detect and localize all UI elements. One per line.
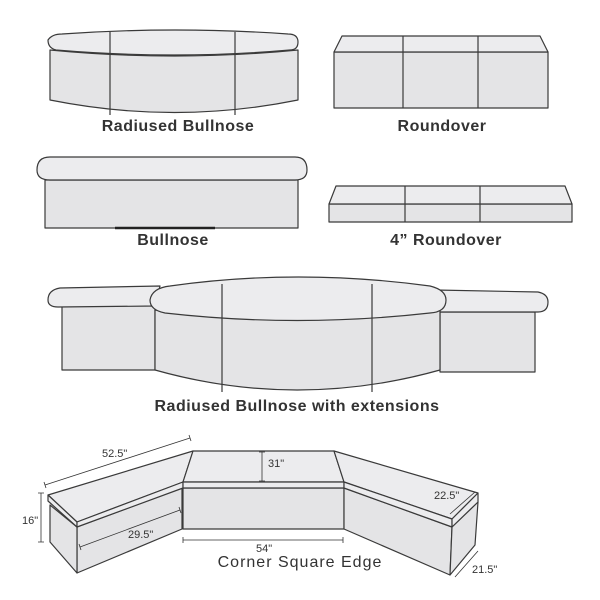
roundover-drawing	[333, 35, 549, 109]
roundover-4in-drawing	[328, 185, 573, 223]
label-radiused-bullnose-extensions: Radiused Bullnose with extensions	[154, 398, 440, 415]
dim-center-width: 54"	[256, 543, 273, 555]
dim-end-base-depth: 21.5"	[472, 564, 498, 576]
radiused-bullnose-extensions-drawing	[47, 276, 549, 392]
label-roundover: Roundover	[397, 118, 487, 135]
label-4in-roundover: 4” Roundover	[390, 232, 502, 249]
label-corner-square-edge: Corner Square Edge	[217, 554, 383, 571]
dim-inner-length: 29.5"	[128, 529, 154, 541]
label-radiused-bullnose: Radiused Bullnose	[101, 118, 255, 135]
bullnose-drawing	[36, 156, 308, 230]
dim-back-length: 52.5"	[102, 448, 128, 460]
dim-center-depth: 31"	[268, 458, 285, 470]
dim-end-top-depth: 22.5"	[434, 490, 460, 502]
corner-square-edge-drawing	[38, 434, 479, 578]
label-bullnose: Bullnose	[137, 232, 209, 249]
radiused-bullnose-drawing	[47, 29, 299, 115]
dim-height: 16"	[22, 515, 39, 527]
